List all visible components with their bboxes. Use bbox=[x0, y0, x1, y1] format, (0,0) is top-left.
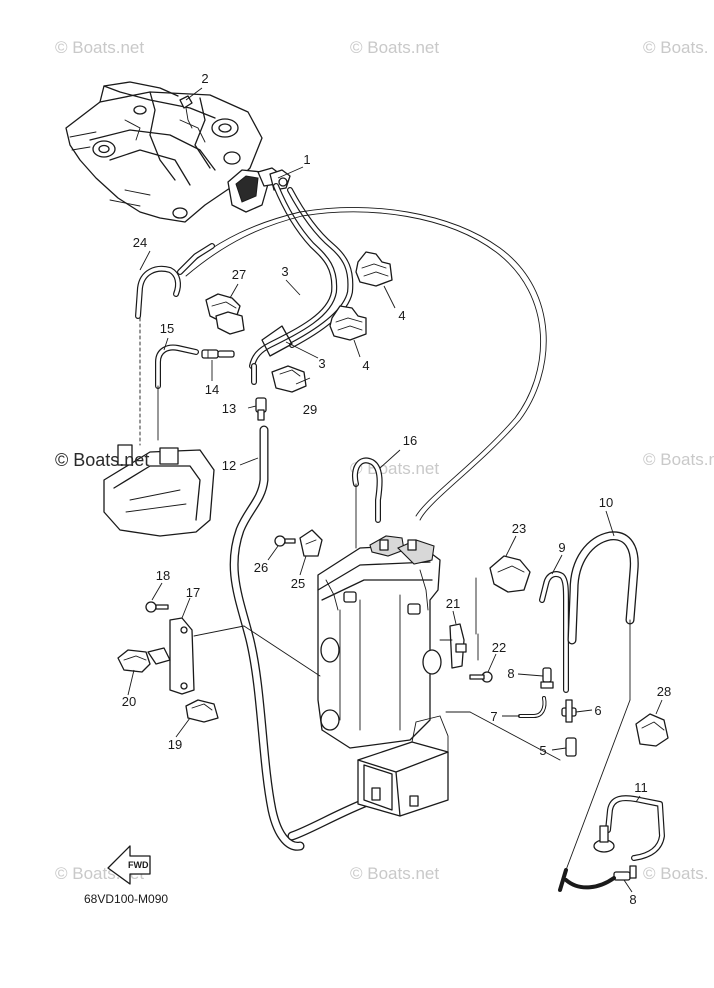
vapor-separator-tank bbox=[317, 535, 442, 749]
callout-29[interactable]: 29 bbox=[303, 402, 317, 417]
vent-hose-large-loop bbox=[179, 207, 547, 521]
callout-9[interactable]: 9 bbox=[558, 540, 565, 555]
callout-16[interactable]: 16 bbox=[403, 433, 417, 448]
fwd-label: FWD bbox=[128, 860, 149, 870]
callout-23[interactable]: 23 bbox=[512, 521, 526, 536]
callout-6[interactable]: 6 bbox=[594, 703, 601, 718]
callout-11[interactable]: 11 bbox=[634, 780, 648, 795]
part-1-solenoid-valve bbox=[227, 167, 291, 213]
part-28-clip bbox=[635, 713, 669, 747]
part-10-large-hose bbox=[567, 531, 639, 645]
callout-25[interactable]: 25 bbox=[291, 576, 305, 591]
part-19-clip bbox=[185, 699, 219, 723]
callout-4-lower[interactable]: 4 bbox=[362, 358, 369, 373]
part-21-bracket bbox=[439, 623, 467, 669]
callout-15[interactable]: 15 bbox=[160, 321, 174, 336]
watermark-mid-right: © Boats.n bbox=[643, 450, 714, 469]
part-11-fitting-base bbox=[593, 825, 615, 853]
part-4-hose-clamp-lower bbox=[329, 305, 367, 341]
watermark-top-center: © Boats.net bbox=[350, 38, 439, 57]
callout-18[interactable]: 18 bbox=[156, 568, 170, 583]
part-8-fitting-upper bbox=[540, 667, 554, 689]
callout-17[interactable]: 17 bbox=[186, 585, 200, 600]
callout-27[interactable]: 27 bbox=[232, 267, 246, 282]
fuel-filter-cube bbox=[357, 715, 449, 817]
callout-4-upper[interactable]: 4 bbox=[398, 308, 405, 323]
callout-24[interactable]: 24 bbox=[133, 235, 147, 250]
watermark-top-left: © Boats.net bbox=[55, 38, 144, 57]
intake-manifold-assembly bbox=[65, 81, 263, 223]
callout-leaders bbox=[127, 87, 663, 893]
part-2-sensor-bolt bbox=[179, 95, 193, 129]
part-18-bolt bbox=[145, 601, 169, 613]
part-4-hose-clamp-upper bbox=[355, 251, 393, 287]
callout-3-upper[interactable]: 3 bbox=[281, 264, 288, 279]
engine-block-left-section bbox=[103, 317, 215, 537]
part-15-elbow-hose bbox=[155, 344, 199, 389]
part-25-bracket bbox=[299, 529, 323, 557]
callout-14[interactable]: 14 bbox=[205, 382, 219, 397]
part-26-bolt bbox=[274, 535, 296, 547]
callout-numbers: 1 2 3 3 4 4 5 6 7 8 8 9 10 11 12 13 14 1… bbox=[122, 71, 671, 907]
callout-3-lower[interactable]: 3 bbox=[318, 356, 325, 371]
part-23-clip bbox=[475, 555, 531, 635]
callout-21[interactable]: 21 bbox=[446, 596, 460, 611]
callout-28[interactable]: 28 bbox=[657, 684, 671, 699]
diagram-code: 68VD100-M090 bbox=[84, 892, 168, 906]
watermark-mid-left: © Boats.net bbox=[55, 450, 149, 470]
callout-8-lower[interactable]: 8 bbox=[629, 892, 636, 907]
callout-22[interactable]: 22 bbox=[492, 640, 506, 655]
watermark-bottom-right: © Boats. bbox=[643, 864, 708, 883]
callout-13[interactable]: 13 bbox=[222, 401, 236, 416]
watermark-bottom-center: © Boats.net bbox=[350, 864, 439, 883]
callout-10[interactable]: 10 bbox=[599, 495, 613, 510]
callout-20[interactable]: 20 bbox=[122, 694, 136, 709]
callout-2[interactable]: 2 bbox=[201, 71, 208, 86]
part-29-clamp bbox=[251, 363, 307, 393]
fwd-direction-arrow: FWD bbox=[107, 845, 151, 885]
part-6-tee-fitting bbox=[561, 699, 577, 723]
callout-7[interactable]: 7 bbox=[490, 709, 497, 724]
part-20-clamp bbox=[117, 647, 171, 673]
callout-5[interactable]: 5 bbox=[539, 743, 546, 758]
watermark-top-right: © Boats. bbox=[643, 38, 708, 57]
part-8-fitting-lower bbox=[613, 865, 637, 881]
part-13-fitting bbox=[255, 397, 267, 421]
part-27-hose-clip bbox=[205, 293, 245, 335]
part-14-connector bbox=[201, 349, 235, 359]
part-22-bolt bbox=[469, 671, 493, 683]
callout-8-upper[interactable]: 8 bbox=[507, 666, 514, 681]
callout-26[interactable]: 26 bbox=[254, 560, 268, 575]
callout-1[interactable]: 1 bbox=[303, 152, 310, 167]
callout-19[interactable]: 19 bbox=[168, 737, 182, 752]
part-5-fitting bbox=[565, 737, 577, 757]
callout-12[interactable]: 12 bbox=[222, 458, 236, 473]
